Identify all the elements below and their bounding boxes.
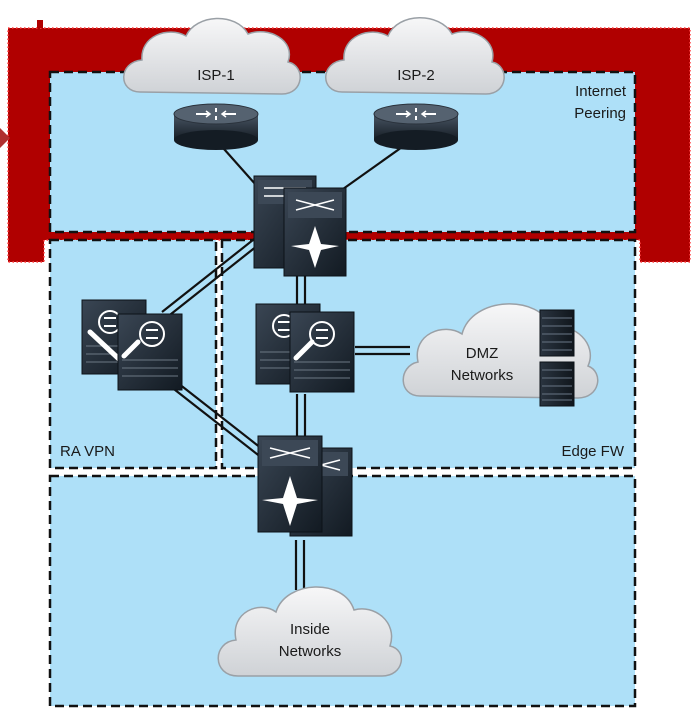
isp2-cloud: ISP-2 (325, 17, 505, 95)
layer3-switch-icon (257, 435, 353, 537)
link-ravpn-inside (169, 379, 267, 459)
link-inside-cloud (294, 540, 306, 590)
router-icon (373, 103, 459, 150)
cloud-label-isp2: ISP-2 (397, 67, 435, 84)
zone-label-internet-peering-line2: Peering (574, 105, 626, 122)
cloud-label-dmz-line2: Networks (451, 367, 514, 384)
arrow-marker (0, 128, 10, 148)
server-icon (539, 309, 575, 407)
layer3-switch-icon (253, 175, 347, 277)
router-icon (173, 103, 259, 150)
link-edgefw-inside (295, 394, 307, 440)
zone-label-internet-peering-line1: Internet (575, 83, 627, 100)
link-core-edgefw (295, 272, 307, 304)
link-core-ravpn (161, 235, 263, 319)
link-edgefw-dmz (355, 345, 410, 356)
cloud-label-inside-line1: Inside (290, 621, 330, 638)
firewall-icon (81, 299, 183, 391)
cloud-label-isp1: ISP-1 (197, 67, 235, 84)
zone-label-edge-fw: Edge FW (561, 443, 624, 460)
firewall-icon (255, 303, 355, 393)
cloud-label-dmz-line1: DMZ (466, 345, 499, 362)
isp1-cloud: ISP-1 (123, 17, 301, 95)
zone-label-ra-vpn: RA VPN (60, 443, 115, 460)
inside-cloud: Inside Networks (217, 586, 403, 677)
cloud-label-inside-line2: Networks (279, 643, 342, 660)
